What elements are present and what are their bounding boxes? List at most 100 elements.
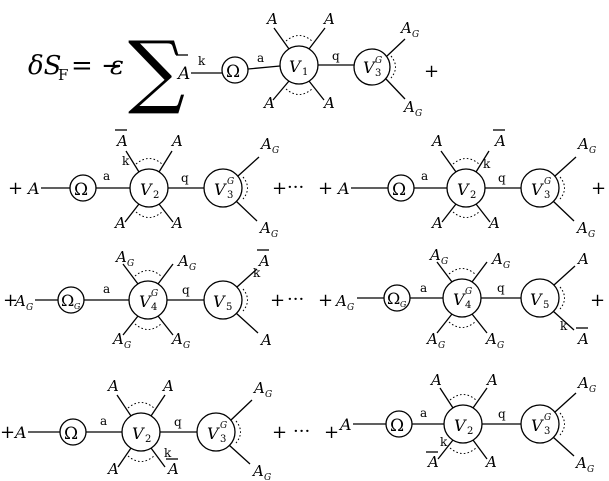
svg-text:G: G (587, 465, 594, 475)
svg-text:A: A (576, 135, 589, 153)
svg-text:A: A (170, 330, 183, 348)
svg-text:5: 5 (226, 302, 232, 313)
svg-text:G: G (74, 302, 81, 311)
svg-text:A: A (106, 460, 119, 478)
svg-text:A: A (13, 292, 26, 310)
svg-text:A: A (322, 10, 335, 28)
diagram-row-2-right: A Ω a V 2 A A k A A q V 3 G A G A G + (336, 129, 606, 240)
svg-text:A: A (161, 377, 174, 395)
svg-text:G: G (124, 341, 131, 351)
svg-text:A: A (430, 132, 443, 150)
sum-symbol: ∑ (128, 24, 185, 117)
svg-text:A: A (485, 371, 498, 389)
svg-text:G: G (272, 146, 279, 156)
svg-text:A: A (166, 460, 179, 478)
svg-text:G: G (271, 230, 278, 240)
svg-text:+: + (0, 422, 15, 443)
svg-text:A: A (114, 248, 127, 266)
V-label: V (289, 57, 302, 76)
svg-text:G: G (347, 303, 354, 313)
svg-text:A: A (399, 19, 412, 37)
svg-text:2: 2 (470, 190, 476, 201)
svg-text:q: q (182, 283, 190, 297)
diagram-row-1: A k Ω a V 1 A A A A q V 3 G A G A G + (176, 10, 439, 119)
svg-text:2: 2 (145, 434, 151, 445)
V-sub: 1 (302, 67, 308, 78)
svg-text:3: 3 (544, 426, 550, 437)
svg-text:G: G (589, 146, 596, 156)
svg-text:k: k (560, 319, 568, 333)
label-q: q (332, 49, 340, 63)
svg-text:4: 4 (151, 302, 157, 313)
svg-text:G: G (438, 341, 445, 351)
svg-text:A: A (576, 250, 589, 268)
svg-text:G: G (588, 230, 595, 240)
svg-text:A: A (111, 330, 124, 348)
vertex-V3G (353, 48, 391, 86)
svg-text:A: A (430, 214, 443, 232)
svg-text:+: + (272, 422, 287, 443)
svg-text:V: V (530, 290, 543, 309)
svg-text:q: q (174, 415, 182, 429)
svg-text:A: A (336, 179, 350, 198)
svg-text:G: G (503, 261, 510, 271)
epsilon: ε (110, 51, 124, 81)
omega-node (221, 56, 249, 84)
svg-text:a: a (100, 414, 107, 428)
svg-text:A: A (265, 10, 278, 28)
svg-text:3: 3 (375, 68, 381, 79)
svg-text:Ω: Ω (387, 289, 400, 308)
svg-text:G: G (375, 56, 382, 66)
svg-text:A: A (484, 330, 497, 348)
svg-text:A: A (576, 330, 589, 348)
svg-text:A: A (487, 214, 500, 232)
svg-text:A: A (576, 374, 589, 392)
svg-text:A: A (428, 246, 441, 264)
svg-text:a: a (420, 281, 427, 295)
svg-text:A: A (115, 132, 128, 150)
svg-text:A: A (252, 379, 265, 397)
svg-text:A: A (251, 462, 264, 480)
lhs-subscript: F (58, 66, 68, 84)
svg-text:Ω: Ω (61, 291, 74, 310)
ellipsis: ··· (287, 177, 304, 198)
svg-text:G: G (183, 341, 190, 351)
propagator-a (247, 65, 281, 70)
diagram-row-3-right: A G Ω G a V 4 G A G A G A G A G q V 5 A … (334, 246, 605, 351)
svg-text:A: A (574, 454, 587, 472)
svg-text:5: 5 (543, 300, 549, 311)
svg-text:G: G (441, 257, 448, 267)
diagram-row-4-right: A Ω a V 2 A A k A A q V 3 G A G A G (338, 371, 596, 475)
svg-text:k: k (164, 446, 172, 460)
svg-text:G: G (151, 289, 158, 299)
svg-text:G: G (465, 287, 472, 297)
svg-text:a: a (421, 169, 428, 183)
svg-text:G: G (220, 421, 227, 431)
svg-text:G: G (589, 385, 596, 395)
svg-text:Ω: Ω (74, 180, 88, 200)
svg-text:Ω: Ω (390, 416, 404, 436)
svg-text:Ω: Ω (392, 180, 406, 200)
svg-text:A: A (338, 415, 352, 434)
svg-text:q: q (181, 171, 189, 185)
svg-text:3: 3 (544, 190, 550, 201)
svg-text:V: V (457, 180, 470, 199)
svg-text:V: V (363, 58, 376, 77)
svg-text:A: A (493, 132, 506, 150)
svg-text:k: k (440, 435, 448, 449)
svg-text:A: A (426, 453, 439, 471)
svg-text:q: q (497, 281, 505, 295)
svg-text:···: ··· (287, 289, 304, 310)
diagram-row-3-left: + A G Ω G a V 4 G A G A G A G A G q V 5 … (3, 248, 333, 351)
svg-text:G: G (227, 177, 234, 187)
svg-text:a: a (420, 406, 427, 420)
label-k: k (198, 54, 206, 68)
svg-text:V: V (207, 424, 220, 443)
svg-text:a: a (103, 282, 110, 296)
svg-text:A: A (334, 292, 347, 310)
svg-text:G: G (400, 300, 407, 309)
svg-text:+: + (324, 422, 339, 443)
svg-text:4: 4 (465, 300, 471, 311)
svg-text:G: G (497, 341, 504, 351)
